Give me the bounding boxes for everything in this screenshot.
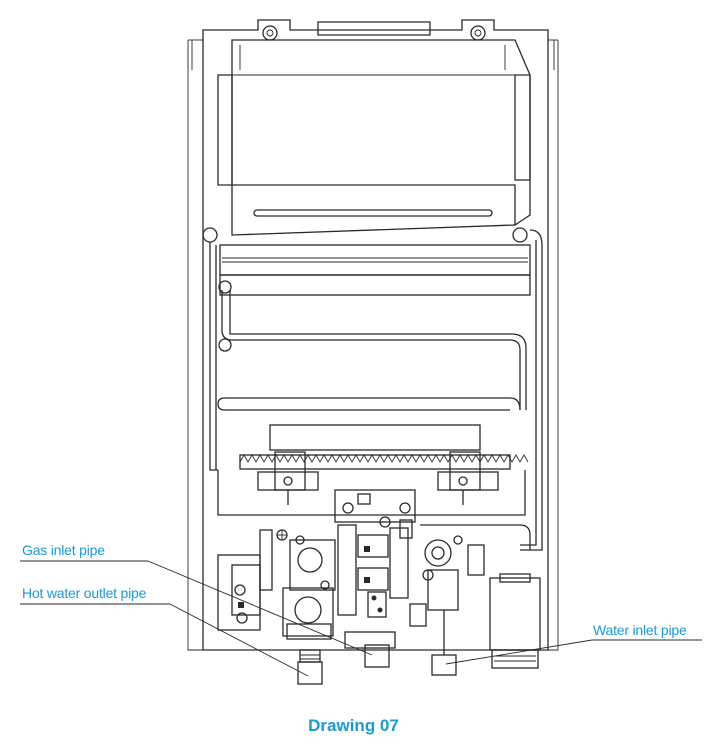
- gas-valve-assembly: [259, 516, 427, 668]
- heat-exchanger: [202, 227, 531, 352]
- water-valve-assembly: [420, 524, 541, 676]
- housing-frame: [187, 19, 559, 651]
- leader-lines: [20, 560, 702, 677]
- hot-water-outlet-label: Hot water outlet pipe: [22, 585, 147, 601]
- water-inlet-label: Water inlet pipe: [593, 622, 687, 638]
- coil-pipes: [209, 229, 543, 551]
- burner: [239, 424, 529, 523]
- hot-water-outlet: [217, 554, 323, 685]
- flue-hood: [217, 21, 531, 236]
- gas-inlet-label: Gas inlet pipe: [22, 542, 105, 558]
- drawing-caption: Drawing 07: [308, 716, 399, 735]
